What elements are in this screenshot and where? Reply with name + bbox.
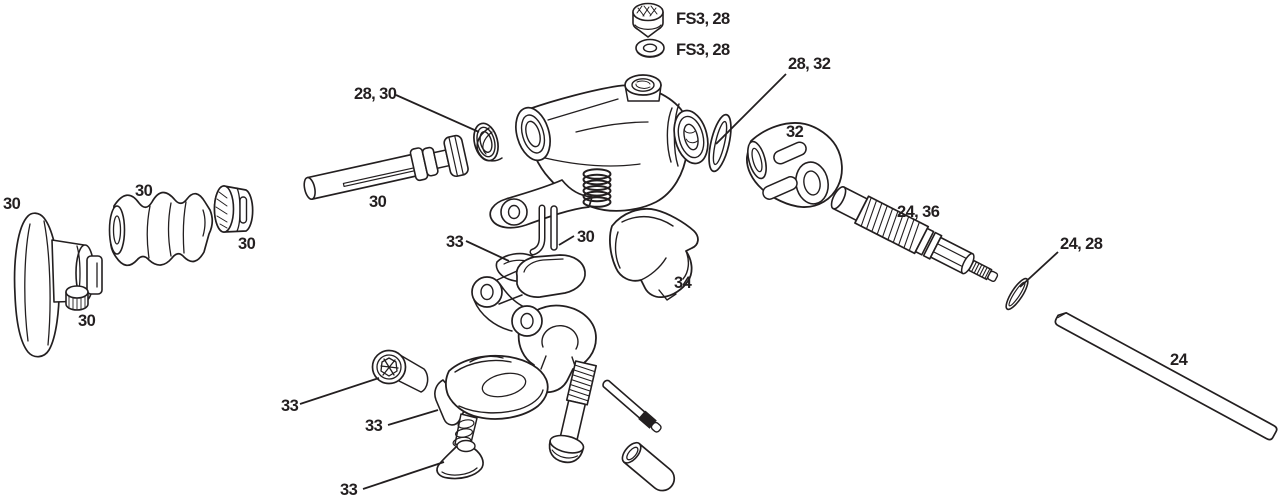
leader-piston-seal (395, 94, 480, 133)
label-hose: 24 (1170, 351, 1189, 369)
leader-blade-foot (362, 461, 445, 490)
knurled-cap (213, 185, 254, 233)
label-outlet-o-ring: 28, 32 (788, 55, 831, 73)
label-set-screw: 30 (78, 312, 96, 330)
lever-blade (434, 354, 549, 480)
leader-outlet-o-ring (715, 73, 787, 145)
return-spring-icon (582, 168, 612, 208)
label-barrel-boot: 32 (786, 123, 804, 141)
label-blade-foot: 33 (340, 481, 358, 499)
leader-retaining-pin (558, 235, 575, 246)
hose (1054, 312, 1278, 441)
torx-screw-icon (371, 349, 429, 393)
label-piston-assembly: 30 (369, 193, 387, 211)
label-bellows-boot: 30 (135, 182, 153, 200)
label-barrel-adjuster: 24, 36 (897, 203, 940, 221)
bellows-boot (108, 191, 214, 267)
label-bleed-washer: FS3, 28 (676, 41, 730, 59)
clamp-bolt-icon (548, 360, 597, 464)
clamp-shell (609, 208, 699, 301)
label-torx-screw: 33 (281, 397, 299, 415)
label-piston-seal: 28, 30 (354, 85, 397, 103)
label-lever-blade: 33 (365, 417, 383, 435)
blade-foot (436, 439, 484, 480)
bleed-screw-icon (632, 2, 664, 38)
barrel-boot (746, 122, 843, 208)
hose-o-ring-icon (1005, 277, 1029, 311)
spacer-sleeve-icon (621, 441, 676, 492)
piston-seal-icon (473, 122, 499, 162)
pivot-pin-icon (602, 379, 662, 433)
set-screw-icon (65, 285, 89, 311)
leader-lever-blade (387, 409, 439, 426)
label-knurled-cap: 30 (238, 235, 256, 253)
bleed-washer-icon (635, 38, 665, 58)
label-reach-knob: 30 (3, 195, 21, 213)
label-cam-blade: 33 (446, 233, 464, 251)
lever-body (476, 74, 709, 229)
retaining-pin-icon (529, 204, 558, 256)
label-bleed-screw: FS3, 28 (676, 10, 730, 28)
leader-torx-screw (299, 377, 380, 405)
reach-knob (13, 212, 103, 358)
clamp-body (471, 252, 597, 393)
label-retaining-pin: 30 (577, 228, 595, 246)
leader-cam-blade (465, 240, 510, 262)
leader-hose-o-ring (1019, 251, 1059, 288)
label-clamp-shell: 34 (674, 274, 693, 292)
piston-assembly (303, 134, 469, 200)
label-hose-o-ring: 24, 28 (1060, 235, 1103, 253)
outlet-o-ring-icon (708, 113, 732, 173)
barrel-adjuster (830, 186, 999, 283)
